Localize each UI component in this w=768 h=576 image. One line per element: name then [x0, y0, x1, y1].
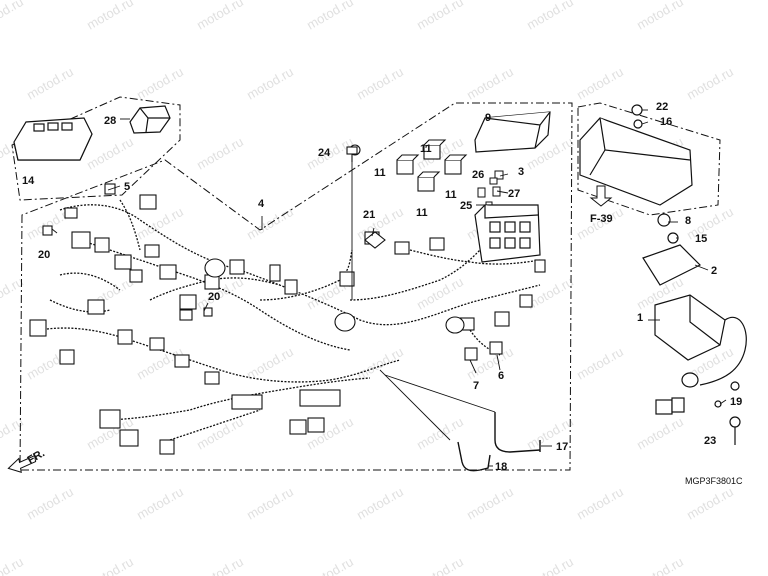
leader-lines — [51, 109, 727, 467]
watermark-text: motod.ru — [84, 134, 136, 173]
watermark-text: motod.ru — [414, 0, 466, 33]
f39-ref: F-39 — [590, 213, 613, 225]
bracket-assembly — [579, 104, 747, 445]
watermark-text: motod.ru — [574, 484, 626, 523]
watermark-text: motod.ru — [0, 274, 26, 313]
callout-21: 21 — [363, 209, 375, 221]
harness-connectors — [29, 144, 546, 455]
callout-22: 22 — [656, 101, 668, 113]
watermark-text: motod.ru — [194, 0, 246, 33]
callout-20: 20 — [208, 291, 220, 303]
watermark-text: motod.ru — [634, 554, 686, 576]
ecu-part-14 — [13, 117, 93, 161]
callout-20: 20 — [38, 249, 50, 261]
relays-part-11 — [396, 139, 468, 192]
watermark-text: motod.ru — [194, 414, 246, 453]
watermark-text: motod.ru — [414, 554, 466, 576]
watermark-text: motod.ru — [0, 0, 26, 33]
watermark-text: motod.ru — [0, 414, 26, 453]
bolt-24-clip-21 — [346, 146, 386, 249]
watermark-text: motod.ru — [574, 344, 626, 383]
callout-26: 26 — [472, 169, 484, 181]
clamps-17-18 — [457, 412, 541, 472]
watermark-text: motod.ru — [634, 414, 686, 453]
callout-11: 11 — [374, 167, 386, 179]
callout-9: 9 — [485, 112, 491, 124]
watermark-text: motod.ru — [464, 64, 516, 103]
watermark-text: motod.ru — [464, 484, 516, 523]
callout-27: 27 — [508, 188, 520, 200]
watermark-text: motod.ru — [244, 484, 296, 523]
callout-11: 11 — [416, 207, 428, 219]
callout-2: 2 — [711, 265, 717, 277]
callout-5: 5 — [124, 181, 130, 193]
watermark-text: motod.ru — [524, 554, 576, 576]
fuse-block — [474, 204, 541, 263]
watermark-text: motod.ru — [244, 344, 296, 383]
watermark-text: motod.ru — [134, 64, 186, 103]
callout-11: 11 — [445, 189, 457, 201]
fuse-box-part-9 — [474, 111, 551, 153]
watermark-text: motod.ru — [414, 414, 466, 453]
callout-17: 17 — [556, 441, 568, 453]
callout-3: 3 — [518, 166, 524, 178]
watermark-text: motod.ru — [684, 64, 736, 103]
relay-part-28 — [129, 105, 171, 134]
watermark-text: motod.ru — [354, 484, 406, 523]
front-label: FR. — [26, 447, 47, 466]
watermark-text: motod.ru — [0, 554, 26, 576]
main-harness-group-outline — [19, 102, 573, 471]
watermark-text: motod.ru — [304, 554, 356, 576]
watermark-text: motod.ru — [194, 554, 246, 576]
callout-19: 19 — [730, 396, 742, 408]
watermark-text: motod.ru — [134, 484, 186, 523]
callout-7: 7 — [473, 380, 479, 392]
diagram-code: MGP3F3801C — [685, 476, 743, 486]
watermark-text: motod.ru — [84, 0, 136, 33]
watermark-text: motod.ru — [24, 64, 76, 103]
callout-24: 24 — [318, 147, 331, 159]
callout-1: 1 — [637, 312, 643, 324]
watermark-text: motod.ru — [684, 484, 736, 523]
watermark-text: motod.ru — [634, 0, 686, 33]
watermark-text: motod.ru — [354, 344, 406, 383]
callout-11: 11 — [420, 143, 432, 155]
front-arrow-icon — [7, 454, 37, 473]
watermark-text: motod.ru — [244, 64, 296, 103]
f39-arrow-icon — [589, 185, 613, 207]
watermark-text: motod.ru — [684, 204, 736, 243]
watermark-text: motod.ru — [304, 0, 356, 33]
callout-15: 15 — [695, 233, 707, 245]
watermark-text: motod.ru — [134, 204, 186, 243]
callout-14: 14 — [22, 175, 35, 187]
watermark-text: motod.ru — [524, 0, 576, 33]
callout-25: 25 — [460, 200, 472, 212]
callout-6: 6 — [498, 370, 504, 382]
callout-23: 23 — [704, 435, 716, 447]
callout-16: 16 — [660, 116, 672, 128]
callout-28: 28 — [104, 115, 116, 127]
callout-18: 18 — [495, 461, 507, 473]
watermark-text: motod.ru — [574, 64, 626, 103]
bracket-group-outline — [577, 102, 721, 216]
watermark-text: motod.ru — [84, 554, 136, 576]
part-14-group-outline — [11, 96, 181, 201]
callout-labels: 1234567891111111114151617181920202122232… — [22, 101, 742, 473]
watermark-text: motod.ru — [24, 484, 76, 523]
watermark-text: motod.ru — [194, 134, 246, 173]
callout-4: 4 — [258, 198, 265, 210]
watermark-text: motod.ru — [354, 64, 406, 103]
callout-8: 8 — [685, 215, 691, 227]
